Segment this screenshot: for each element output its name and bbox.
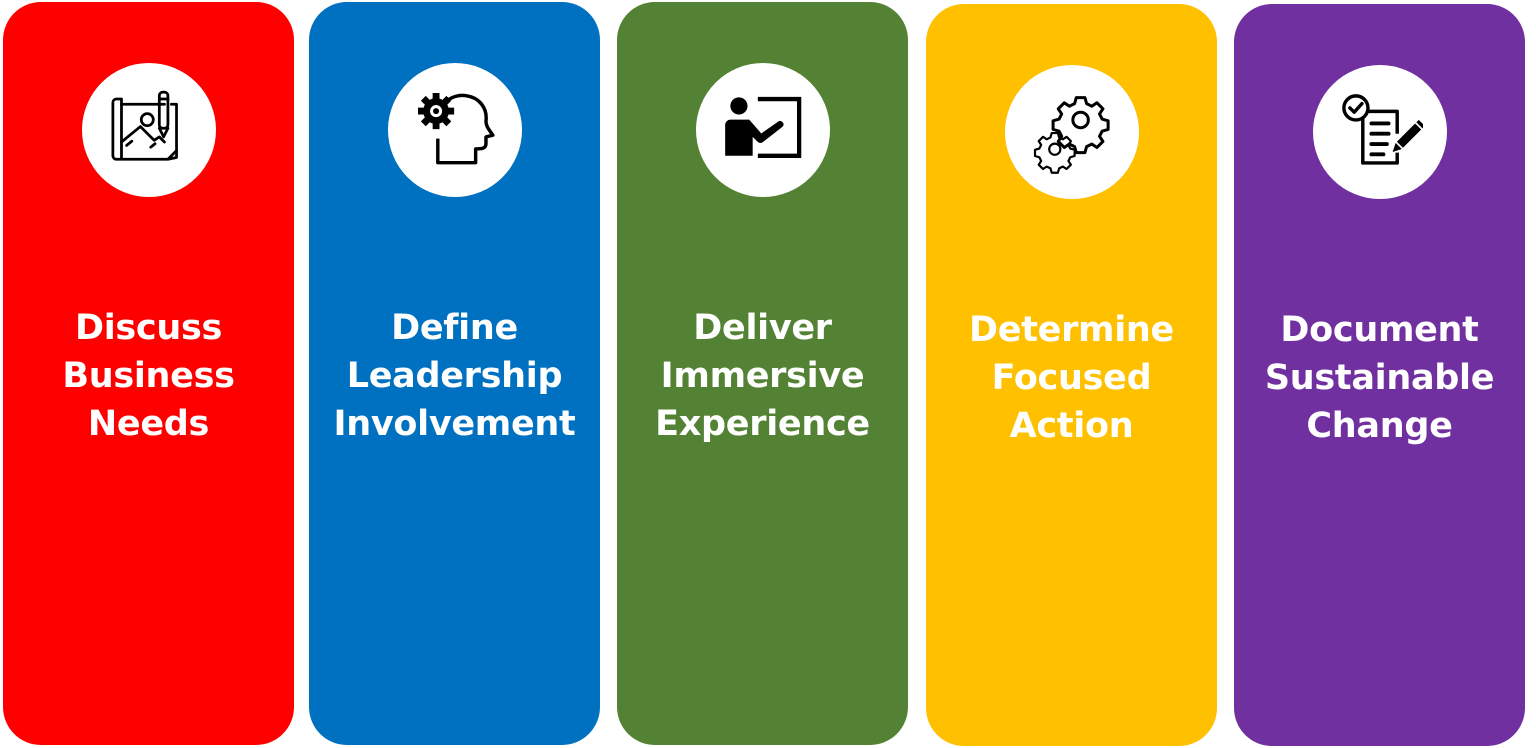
step-title-line: Immersive [660,356,865,396]
icon-badge [1312,65,1447,199]
step-title-line: Document [1280,310,1479,350]
step-title-line: Determine [969,310,1174,350]
step-title: Document Sustainable Change [1234,306,1525,450]
icon-badge [81,63,216,197]
checklist-document-pen-icon [1341,94,1423,165]
step-title-line: Sustainable [1264,358,1495,398]
step-title: Discuss Business Needs [3,304,294,448]
head-gear-icon [417,93,495,165]
step-card-deliver: Deliver Immersive Experience [617,2,908,745]
step-card-document: Document Sustainable Change [1234,4,1525,746]
step-title-line: Action [1009,406,1134,446]
icon-badge [387,63,522,197]
step-title-line: Leadership [346,356,563,396]
step-title-line: Experience [655,404,870,444]
gears-icon [1033,96,1110,174]
step-title-line: Focused [991,358,1152,398]
step-title-line: Business [62,356,235,396]
icon-badge [1004,65,1139,199]
step-title-line: Define [391,308,518,348]
step-card-define: Define Leadership Involvement [309,2,600,745]
step-title: Define Leadership Involvement [309,304,600,448]
step-card-determine: Determine Focused Action [926,4,1217,746]
step-title-line: Needs [87,404,210,444]
step-title-line: Involvement [333,404,576,444]
blueprint-pencil-icon [111,90,178,161]
step-title-line: Discuss [74,308,223,348]
step-title-line: Deliver [693,308,832,348]
step-card-discuss: Discuss Business Needs [3,2,294,745]
step-title: Determine Focused Action [926,306,1217,450]
presenter-board-icon [724,96,801,158]
icon-badge [695,63,830,197]
step-title: Deliver Immersive Experience [617,304,908,448]
step-title-line: Change [1306,406,1453,446]
